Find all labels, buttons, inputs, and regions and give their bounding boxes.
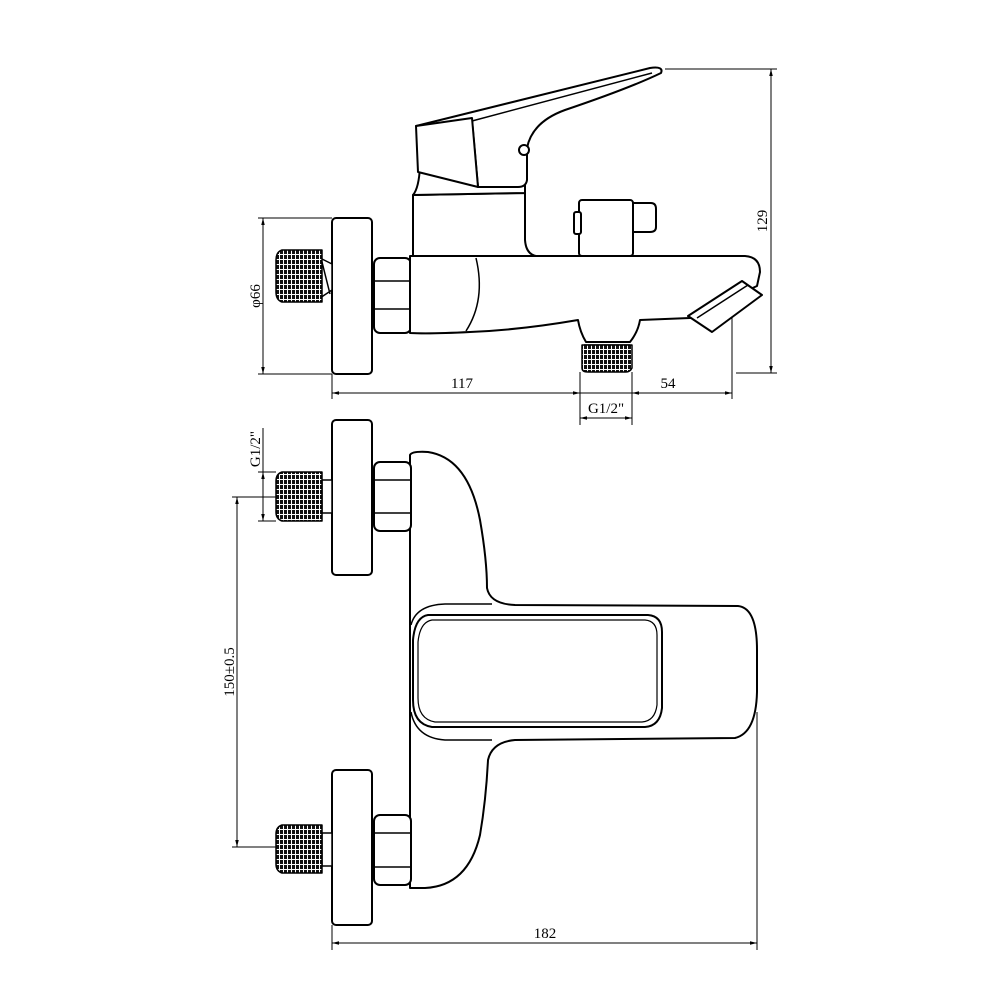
connector-lower [321,832,333,867]
wall-flange-upper [331,419,373,576]
aerator-edge [696,284,749,319]
diverter-knob [573,199,657,257]
dim-text-outlet-to-spout: 54 [661,376,677,392]
handle-face-inner [417,619,658,723]
dim-text-inlet-to-outlet: 117 [451,376,473,392]
side-view-dimensions [258,68,777,425]
inlet-thread-upper [275,471,323,522]
lever-handle [415,66,663,188]
dim-text-overall-height: 129 [755,210,771,233]
lever-front-face [415,117,479,188]
top-view-dimensions [232,428,758,950]
side-view [275,66,763,375]
cartridge-housing [412,192,537,257]
outlet-thread [581,344,633,373]
handle-face-outer [412,614,663,728]
wall-flange [331,217,373,375]
lever-edge [471,72,653,122]
hex-nut [373,257,412,334]
top-view [275,419,758,926]
handle-shoulder-bottom [410,711,492,741]
dim-text-overall-length: 182 [534,926,557,942]
hex-nut-upper [373,461,412,532]
hex-nut-lower [373,814,412,886]
dim-text-flange-diameter: φ66 [248,284,264,308]
dim-text-inlet-spacing: 150±0.5 [222,647,238,696]
screw-cap [518,144,530,156]
connector-upper [321,479,333,514]
spout-body [409,255,761,343]
inlet-thread [275,249,323,303]
dim-text-inlet-thread: G1/2" [248,431,264,467]
dimension-labels: 129 φ66 117 54 G1/2" G1/2" 150±0.5 182 [222,210,771,942]
handle-shoulder-top [410,603,492,626]
wall-flange-lower [331,769,373,926]
dim-text-outlet-thread: G1/2" [588,401,624,417]
body-contour-line [465,257,481,332]
aerator [687,280,763,333]
inlet-thread-lower [275,824,323,874]
